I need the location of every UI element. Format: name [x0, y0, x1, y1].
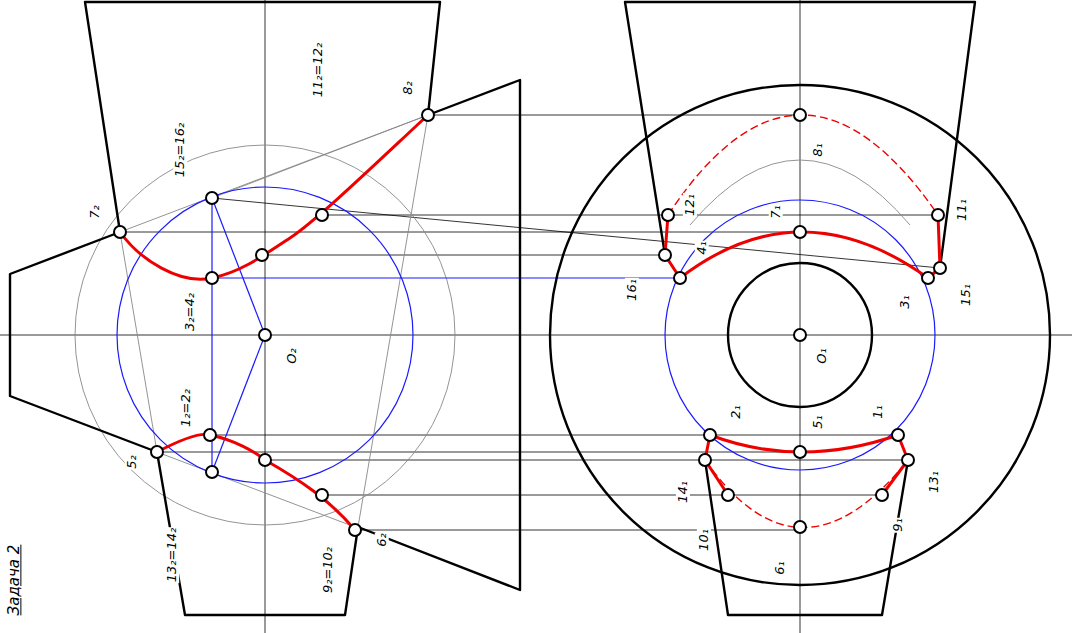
point-label: 15₁ [959, 283, 973, 307]
point-label: 11₁ [955, 198, 969, 222]
task-title: Задача 2 [7, 544, 21, 617]
point-label: 6₁ [773, 560, 787, 575]
point-label: 15₂=16₂ [173, 122, 187, 178]
point-label: 16₁ [625, 278, 639, 302]
point-label: 5₂ [125, 454, 139, 469]
point-label: 9₂=10₂ [321, 546, 335, 594]
point-label: 7₁ [769, 204, 783, 219]
point-label: 13₂=14₂ [165, 527, 179, 583]
point-label: O₂ [285, 347, 299, 364]
point-label: 6₂ [375, 532, 389, 547]
point-label: 2₁ [729, 404, 743, 419]
point-label: 11₂=12₂ [311, 42, 325, 98]
point-label: 13₁ [927, 470, 941, 494]
point-label: 8₁ [811, 142, 825, 157]
point-label: 1₁ [871, 404, 885, 419]
point-label: 4₁ [695, 240, 709, 255]
point-label: 12₁ [683, 193, 697, 217]
point-label: 9₁ [891, 517, 905, 532]
point-label: 10₁ [697, 528, 711, 552]
point-label: 14₁ [676, 480, 690, 504]
point-label: 1₂=2₂ [179, 388, 193, 428]
point-label: 8₂ [401, 80, 415, 95]
point-label: 3₁ [898, 294, 912, 309]
point-label: O₁ [815, 347, 829, 364]
point-label: 7₂ [88, 204, 102, 219]
point-label: 5₁ [811, 414, 825, 429]
point-label: 3₂=4₂ [183, 292, 197, 332]
